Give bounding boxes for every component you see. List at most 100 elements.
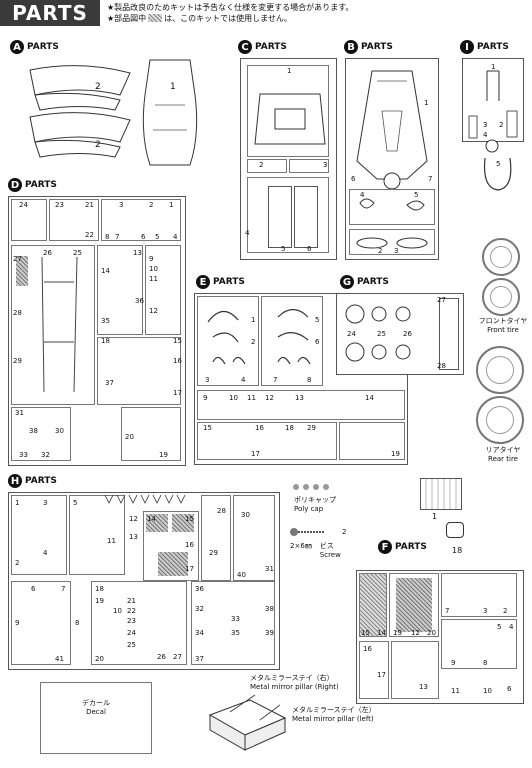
part-number: 17	[377, 671, 386, 679]
screw-jp: ビス	[319, 542, 334, 550]
part-number: 15	[203, 424, 212, 432]
part-number: 7	[115, 233, 120, 241]
part-cell	[69, 495, 125, 575]
tree-a-drawing	[29, 59, 198, 166]
tree-letter-badge: A	[10, 40, 24, 54]
screw-size: 2×6㎜	[290, 542, 312, 550]
polycap-jp: ポリキャップ	[294, 496, 336, 504]
part-number: 17	[173, 389, 182, 397]
part-number: 38	[265, 605, 274, 613]
part-number: 26	[403, 330, 412, 338]
tree-letter-badge: I	[460, 40, 474, 54]
part-number: 16	[255, 424, 264, 432]
part-number: 30	[55, 427, 64, 435]
tree-h-frame: 1 3 5 14 15 28 30 2 4 11 12 13 16 17 29 …	[8, 492, 280, 670]
tree-label-text: PARTS	[477, 42, 509, 52]
part-number: 10	[483, 687, 492, 695]
part-number: 24	[347, 330, 356, 338]
part-number: 4	[245, 229, 250, 237]
front-tire-label: フロントタイヤ Front tire	[474, 317, 532, 335]
part-number: 31	[15, 409, 24, 417]
part-number: 4	[509, 623, 514, 631]
part-cell	[389, 573, 439, 637]
hatched-part	[16, 256, 28, 286]
part-number: 7	[428, 175, 433, 183]
rear-tire-icon	[476, 346, 524, 394]
part-number: 19	[391, 450, 400, 458]
part-number: 12	[149, 307, 158, 315]
part-number: 2	[15, 559, 20, 567]
part-number: 5	[73, 499, 78, 507]
part-number: 1	[251, 316, 256, 324]
part-number: 27	[437, 296, 446, 304]
parts-title: PARTS	[0, 0, 100, 26]
part-number: 9	[203, 394, 208, 402]
part-cell	[97, 245, 143, 335]
screw-icon	[290, 528, 324, 536]
part-number: 3	[323, 161, 328, 169]
part-number: 4	[483, 131, 488, 139]
part-number: 3	[394, 247, 399, 255]
tree-a-label: A PARTS	[10, 40, 59, 54]
part-number: 10	[229, 394, 238, 402]
part-number: 35	[231, 629, 240, 637]
part-shape	[104, 494, 186, 504]
tree-letter-badge: E	[196, 275, 210, 289]
tree-label-text: PARTS	[25, 180, 57, 190]
part-number: 5	[497, 623, 502, 631]
tree-letter-badge: F	[378, 540, 392, 554]
part-number: 2	[503, 607, 508, 615]
tree-g-label: G PARTS	[340, 275, 389, 289]
screw-number: 2	[342, 528, 346, 537]
part-number: 37	[195, 655, 204, 663]
part-number: 2	[149, 201, 154, 209]
part-number: 16	[185, 541, 194, 549]
tree-letter-badge: G	[340, 275, 354, 289]
part-cell	[197, 390, 405, 420]
part-number: 20	[427, 629, 436, 637]
part-cell	[261, 296, 323, 386]
decal-label: デカール Decal	[41, 699, 151, 717]
rear-tire-en: Rear tire	[488, 455, 518, 463]
part-number: 39	[265, 629, 274, 637]
part-number: 10	[149, 265, 158, 273]
part-cell	[11, 581, 71, 665]
part-number: 1	[15, 499, 20, 507]
part-number: 5	[414, 191, 419, 199]
part-number: 3	[483, 121, 488, 129]
part-cell	[11, 495, 67, 575]
part-number: 33	[19, 451, 28, 459]
part-number: 20	[95, 655, 104, 663]
part-number: 1	[170, 82, 176, 92]
part-number: 9	[15, 619, 20, 627]
part-cell	[101, 199, 181, 241]
part-cell	[339, 422, 405, 460]
part-number: 11	[107, 537, 116, 545]
part-number: 25	[377, 330, 386, 338]
part-number: 26	[43, 249, 52, 257]
part-shape	[356, 237, 428, 249]
part-number: 1	[169, 201, 174, 209]
tree-b-frame: 1 6 7 4 5 2 3	[345, 58, 439, 260]
part-number: 13	[295, 394, 304, 402]
part-number: 19	[159, 451, 168, 459]
part-number: 30	[241, 511, 250, 519]
part-number: 26	[157, 653, 166, 661]
part-number: 25	[73, 249, 82, 257]
hatched-part	[172, 514, 194, 532]
screw-en: Screw	[319, 551, 341, 559]
part-number: 4	[173, 233, 178, 241]
tree-letter-badge: D	[8, 178, 22, 192]
part-number: 18	[285, 424, 294, 432]
hatched-part	[158, 552, 188, 576]
part-number: 29	[13, 357, 22, 365]
part-shape	[356, 70, 428, 190]
part-number: 25	[127, 641, 136, 649]
part-number: 2	[499, 121, 504, 129]
front-tire-jp: フロントタイヤ	[478, 317, 528, 325]
tree-i-label: I PARTS	[460, 40, 509, 54]
part-cell	[441, 573, 517, 617]
mirror-left-en: Metal mirror pillar (left)	[292, 715, 374, 723]
part-number: 37	[105, 379, 114, 387]
tree-f-label: F PARTS	[378, 540, 427, 554]
